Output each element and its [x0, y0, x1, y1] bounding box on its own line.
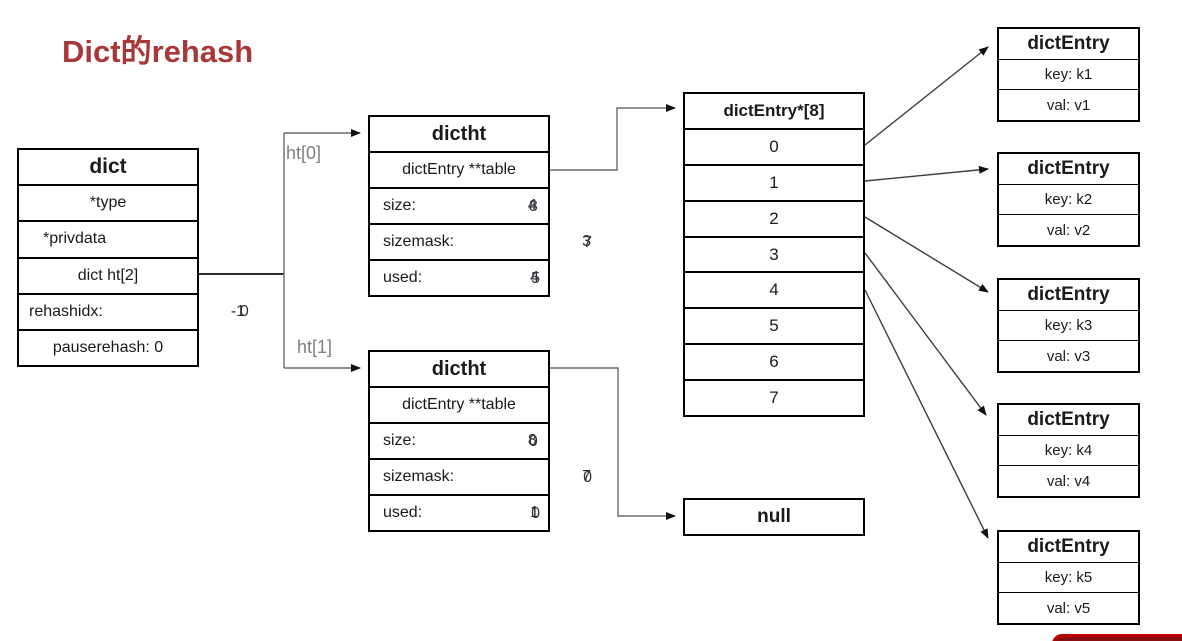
dictentry-node-2: dictEntry key: k2 val: v2 [997, 152, 1140, 247]
bucket-array-table: dictEntry*[8] 0 1 2 3 4 5 6 7 [683, 92, 865, 417]
bucket-row-7: 7 [685, 379, 863, 415]
bucket-row-6: 6 [685, 343, 863, 379]
entry-header: dictEntry [1027, 535, 1110, 557]
ht1-pointer-label: ht[1] [297, 337, 333, 357]
entry-key: key: k4 [999, 434, 1138, 466]
used-value-overlap: 4 5 [530, 269, 541, 287]
entry-header: dictEntry [1027, 283, 1110, 305]
dictentry-node-1: dictEntry key: k1 val: v1 [997, 27, 1140, 122]
dictentry-node-3: dictEntry key: k3 val: v3 [997, 278, 1140, 373]
size-value-overlap: 8 0 [527, 432, 538, 450]
entry-header: dictEntry [1027, 157, 1110, 179]
arrow-bucket1-to-entry2 [864, 165, 989, 182]
dictht1-row-size: size: 8 0 [370, 422, 548, 458]
dictentry-node-4: dictEntry key: k4 val: v4 [997, 403, 1140, 498]
null-box: null [683, 498, 865, 536]
size-value-old: 4 [527, 197, 537, 214]
sizemask-label: sizemask: [383, 468, 455, 485]
entry-key: key: k1 [999, 58, 1138, 90]
dictht0-row-size: size: 4 8 [370, 187, 548, 223]
dictht1-row-table: dictEntry **table [370, 386, 548, 422]
dict-struct-table: dict *type *privdata dict ht[2] rehashid… [17, 148, 249, 367]
sizemask-value-new: 7 [583, 234, 593, 251]
dictht1-row-used: used: 1 0 [370, 494, 548, 530]
size-value-old: 8 [527, 432, 537, 449]
sizemask-value-overlap: 3 7 [582, 233, 593, 251]
sizemask-value-new: 0 [583, 469, 593, 486]
entry-key: key: k3 [999, 309, 1138, 341]
dict-row-ht: dict ht[2] [19, 256, 197, 293]
size-label: size: [383, 197, 416, 214]
sizemask-value-overlap: 7 0 [582, 468, 593, 486]
size-value-overlap: 4 8 [527, 197, 538, 215]
bucket-row-1: 1 [685, 163, 863, 200]
sizemask-label: sizemask: [383, 233, 455, 250]
used-value-old: 1 [530, 504, 540, 521]
null-label: null [757, 506, 791, 527]
dictht1-table: dictht dictEntry **table size: 8 0 sizem… [368, 350, 592, 532]
rehashidx-label: rehashidx: [29, 302, 103, 320]
entry-key: key: k2 [999, 183, 1138, 215]
sizemask-value-old: 7 [582, 468, 592, 485]
dict-row-type: *type [19, 184, 197, 220]
dictht0-row-table: dictEntry **table [370, 151, 548, 187]
arrow-dictht1-to-null [549, 367, 676, 520]
dictht0-row-used: used: 4 5 [370, 259, 548, 295]
entry-key: key: k5 [999, 561, 1138, 593]
entry-val: val: v4 [999, 465, 1138, 496]
bucket-row-4: 4 [685, 271, 863, 307]
bucket-row-0: 0 [685, 127, 863, 164]
arrow-dictht0-to-bucket [550, 104, 676, 171]
entry-val: val: v5 [999, 592, 1138, 623]
sizemask-value-old: 3 [582, 233, 592, 250]
entry-val: val: v2 [999, 214, 1138, 245]
red-decoration-shape [1052, 634, 1182, 641]
entry-val: val: v1 [999, 89, 1138, 120]
dictht0-header: dictht [431, 122, 487, 145]
dictht1-row-sizemask: sizemask: 7 0 [370, 458, 592, 494]
size-value-new: 0 [528, 433, 538, 450]
dictht1-header: dictht [431, 357, 487, 380]
dict-header: dict [89, 155, 127, 179]
entry-header: dictEntry [1027, 408, 1110, 430]
rehashidx-value-old: -1 [230, 302, 246, 320]
dictentry-node-5: dictEntry key: k5 val: v5 [997, 530, 1140, 625]
rehashidx-value-overlap: -1 0 [230, 302, 249, 321]
size-value-new: 8 [528, 198, 538, 215]
arrow-bucket0-to-entry1 [864, 46, 989, 146]
bucket-header: dictEntry*[8] [723, 100, 825, 120]
used-label: used: [383, 269, 423, 286]
bucket-row-5: 5 [685, 307, 863, 343]
rehashidx-value-new: 0 [239, 302, 249, 320]
used-value-new: 5 [531, 270, 541, 287]
dict-row-privdata: *privdata [19, 220, 197, 256]
dict-row-pauserehash: pauserehash: 0 [19, 328, 197, 365]
used-value-overlap: 1 0 [530, 504, 541, 522]
arrow-bucket4-to-entry5 [864, 289, 989, 539]
dictht0-table: dictht dictEntry **table size: 4 8 sizem… [368, 115, 592, 297]
dict-row-rehashidx: rehashidx: -1 0 [19, 292, 249, 329]
arrow-bucket2-to-entry3 [864, 216, 989, 293]
size-label: size: [383, 432, 416, 449]
bucket-row-2: 2 [685, 199, 863, 236]
used-value-old: 4 [530, 269, 540, 286]
used-value-new: 0 [531, 505, 541, 522]
used-label: used: [383, 504, 423, 521]
bucket-row-3: 3 [685, 235, 863, 272]
ht0-pointer-label: ht[0] [286, 143, 322, 163]
page-title: Dict的rehash [62, 34, 254, 69]
entry-header: dictEntry [1027, 32, 1110, 54]
arrow-bucket3-to-entry4 [864, 252, 987, 416]
dictht0-row-sizemask: sizemask: 3 7 [370, 223, 592, 259]
entry-val: val: v3 [999, 340, 1138, 371]
